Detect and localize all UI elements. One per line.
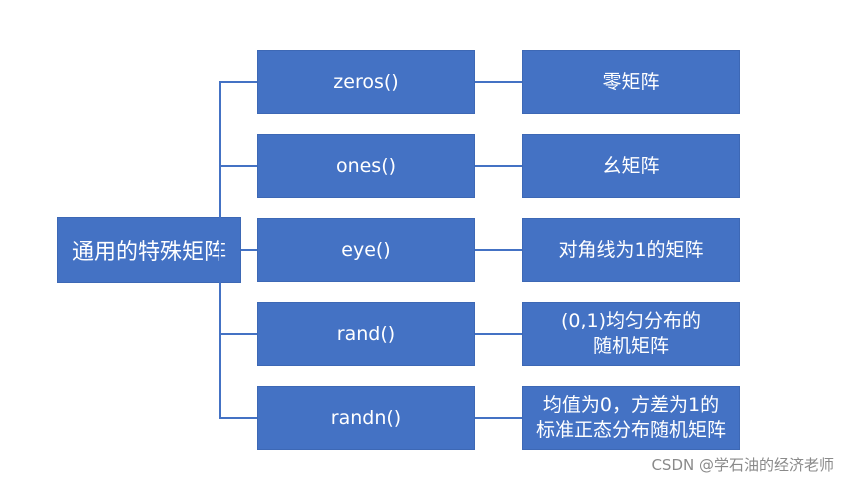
desc-label: 对角线为1的矩阵 xyxy=(558,238,704,261)
leaf-connector-1 xyxy=(475,81,522,83)
desc-box-randn: 均值为0，方差为1的 标准正态分布随机矩阵 xyxy=(522,386,740,450)
desc-box-eye: 对角线为1的矩阵 xyxy=(522,218,740,282)
leaf-connector-3 xyxy=(475,249,522,251)
desc-label: 幺矩阵 xyxy=(602,154,660,177)
branch-connector-5 xyxy=(219,417,257,419)
function-label: eye() xyxy=(341,239,391,261)
desc-box-rand: (0,1)均匀分布的 随机矩阵 xyxy=(522,302,740,366)
function-box-ones: ones() xyxy=(257,134,475,198)
trunk-connector xyxy=(219,81,221,419)
desc-box-zeros: 零矩阵 xyxy=(522,50,740,114)
root-node: 通用的特殊矩阵 xyxy=(57,217,241,283)
root-label: 通用的特殊矩阵 xyxy=(71,240,226,265)
branch-connector-1 xyxy=(219,81,257,83)
watermark-text: CSDN @学石油的经济老师 xyxy=(651,456,834,474)
function-box-randn: randn() xyxy=(257,386,475,450)
desc-box-ones: 幺矩阵 xyxy=(522,134,740,198)
function-box-rand: rand() xyxy=(257,302,475,366)
leaf-connector-5 xyxy=(475,417,522,419)
leaf-connector-2 xyxy=(475,165,522,167)
function-box-eye: eye() xyxy=(257,218,475,282)
function-box-zeros: zeros() xyxy=(257,50,475,114)
function-label: rand() xyxy=(336,323,396,345)
desc-label: (0,1)均匀分布的 随机矩阵 xyxy=(560,310,702,357)
desc-label: 零矩阵 xyxy=(602,70,660,93)
branch-connector-4 xyxy=(219,333,257,335)
branch-connector-2 xyxy=(219,165,257,167)
function-label: ones() xyxy=(335,155,397,177)
function-label: zeros() xyxy=(333,71,399,93)
leaf-connector-4 xyxy=(475,333,522,335)
root-right-connector xyxy=(241,249,257,251)
desc-label: 均值为0，方差为1的 标准正态分布随机矩阵 xyxy=(535,394,726,441)
function-label: randn() xyxy=(330,407,402,429)
